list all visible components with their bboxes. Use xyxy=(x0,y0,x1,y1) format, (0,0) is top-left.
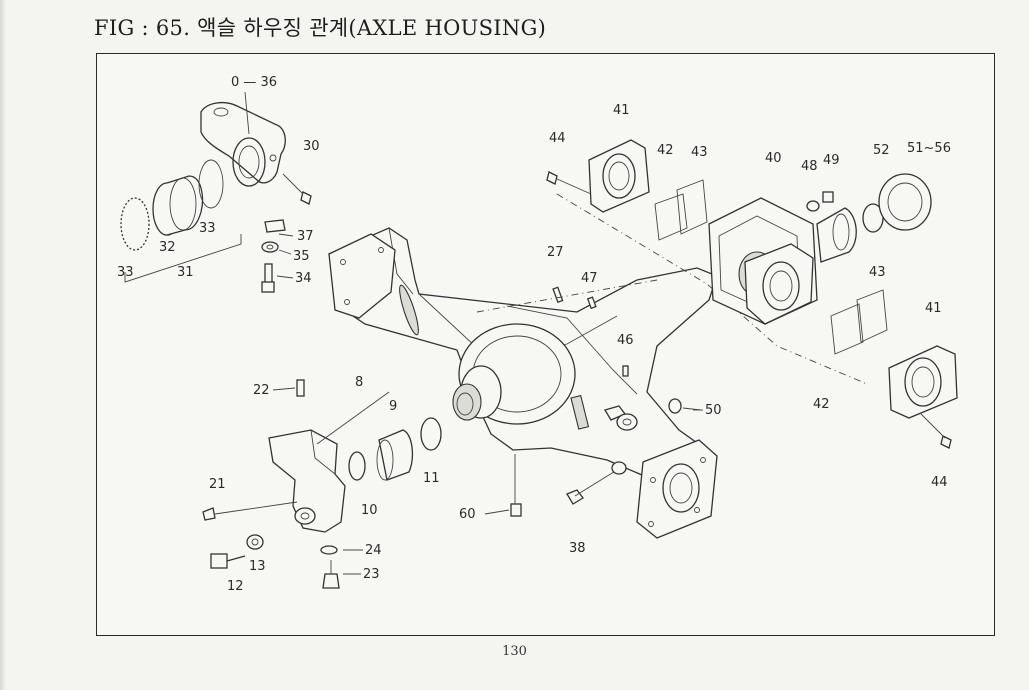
callout-24: 24 xyxy=(365,543,382,558)
oil-seal-51-56 xyxy=(878,173,932,231)
callout-52: 52 xyxy=(873,143,890,158)
axle-housing-part xyxy=(328,227,718,485)
callout-22: 22 xyxy=(253,383,270,398)
callout-leaders xyxy=(272,233,703,575)
gaskets-42-43-right xyxy=(830,289,888,355)
bolt-44-top xyxy=(546,171,592,195)
callout-8: 8 xyxy=(355,375,363,390)
exploded-parts-diagram: 0 — 36 30 33 32 33 31 37 35 34 41 44 42 … xyxy=(117,75,958,594)
pins-27-47-46 xyxy=(552,286,629,377)
callout-48: 48 xyxy=(801,159,818,174)
callout-11: 11 xyxy=(423,471,440,486)
bushing-32 xyxy=(152,175,204,236)
bolt-44-bottom xyxy=(920,413,952,449)
cover-41-right xyxy=(888,345,958,419)
callout-38: 38 xyxy=(569,541,586,556)
callout-42-top: 42 xyxy=(657,143,674,158)
callout-30: 30 xyxy=(303,139,320,154)
callout-44-top: 44 xyxy=(549,131,566,146)
bolt-34 xyxy=(261,263,275,293)
callout-51-56: 51~56 xyxy=(907,141,951,156)
washer-24-nut-23 xyxy=(320,545,340,589)
flange-left xyxy=(328,233,396,319)
callout-32: 32 xyxy=(159,240,176,255)
flange-right xyxy=(636,439,718,539)
leader-8 xyxy=(316,391,390,445)
callout-9: 9 xyxy=(389,399,397,414)
callout-12: 12 xyxy=(227,579,244,594)
callout-41-top: 41 xyxy=(613,103,630,118)
callout-43-right: 43 xyxy=(869,265,886,280)
callout-46: 46 xyxy=(617,333,634,348)
callout-35: 35 xyxy=(293,249,310,264)
callout-47: 47 xyxy=(581,271,598,286)
bolt-12-washer-13 xyxy=(210,534,264,569)
knuckle-8 xyxy=(268,429,346,533)
callout-49: 49 xyxy=(823,153,840,168)
callout-27: 27 xyxy=(547,245,564,260)
callout-42-right: 42 xyxy=(813,397,830,412)
knuckle-arm-part xyxy=(200,101,286,187)
carrier-40 xyxy=(708,197,857,325)
grease-nipple-21 xyxy=(202,501,298,521)
drawing-frame: 0 — 36 30 33 32 33 31 37 35 34 41 44 42 … xyxy=(96,53,995,636)
callout-10: 10 xyxy=(361,503,378,518)
nuts-48-49 xyxy=(806,191,834,212)
callout-43-top: 43 xyxy=(691,145,708,160)
callout-50: 50 xyxy=(705,403,722,418)
callout-0-36: 0 — 36 xyxy=(231,75,277,90)
plug-50 xyxy=(668,398,702,414)
callout-37: 37 xyxy=(297,229,314,244)
page-number: 130 xyxy=(502,644,527,659)
bearing-9-ring-10-11 xyxy=(348,417,442,481)
bolt-30 xyxy=(282,173,312,205)
king-pin-22 xyxy=(296,379,305,397)
callout-60: 60 xyxy=(459,507,476,522)
callout-33: 33 xyxy=(199,221,216,236)
bracket-31 xyxy=(124,234,242,283)
figure-title: FIG : 65. 액슬 하우징 관계(AXLE HOUSING) xyxy=(94,16,547,40)
callout-31: 31 xyxy=(177,265,194,280)
drain-plug-60 xyxy=(510,454,522,517)
callout-21: 21 xyxy=(209,477,226,492)
gaskets-42-43-top xyxy=(654,179,708,241)
cover-41-top xyxy=(588,139,650,213)
callout-34: 34 xyxy=(295,271,312,286)
plug-38 xyxy=(566,461,627,505)
callout-44-bottom: 44 xyxy=(931,475,948,490)
callout-23: 23 xyxy=(363,567,380,582)
callout-33-outer: 33 xyxy=(117,265,134,280)
callout-40: 40 xyxy=(765,151,782,166)
callout-41-right: 41 xyxy=(925,301,942,316)
scan-edge xyxy=(0,0,6,690)
callout-13: 13 xyxy=(249,559,266,574)
pin-centerline xyxy=(476,279,658,313)
washers-37-35 xyxy=(261,219,286,253)
seal-rings-33 xyxy=(120,159,224,251)
